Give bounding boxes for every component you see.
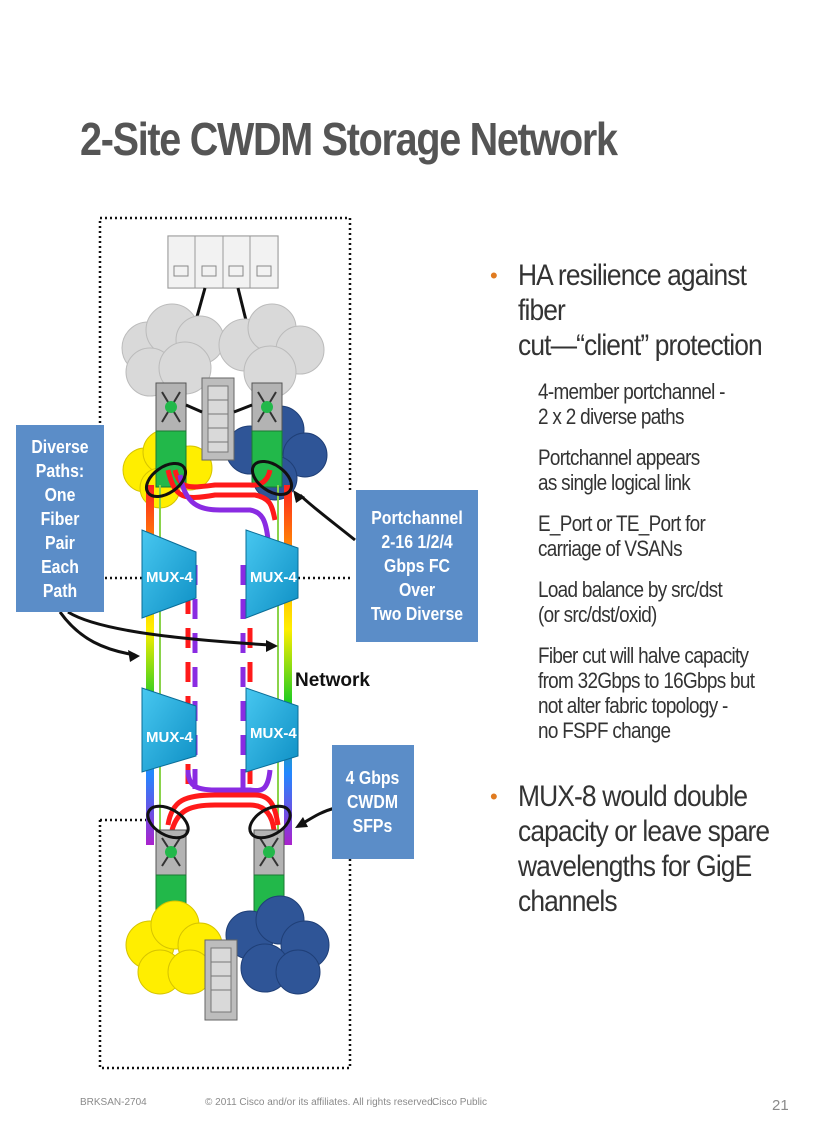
bullet-item: • MUX-8 would double capacity or leave s… [490, 780, 770, 918]
mds-switch-top-right-icon [251, 382, 283, 488]
page-number: 21 [772, 1097, 789, 1114]
portchannel-ellipse [250, 459, 294, 497]
server-top-icon [201, 377, 235, 461]
gray-cloud-icon [121, 303, 325, 399]
mux-label: MUX-4 [250, 725, 297, 742]
footer-classification: Cisco Public [432, 1097, 488, 1108]
portchannel-ellipse [144, 461, 188, 499]
bullet-item: • HA resilience against fiber cut—“clien… [490, 259, 763, 362]
sub-bullet-item: E_Port or TE_Port for carriage of VSANs [538, 511, 706, 561]
mux-label: MUX-4 [146, 569, 193, 586]
server-bottom-icon [204, 939, 238, 1021]
sub-bullet-item: Fiber cut will halve capacity from 32Gbp… [538, 643, 755, 743]
portchannel-ellipse [248, 804, 292, 840]
diverse-paths-callout: Diverse Paths: One Fiber Pair Each Path [16, 425, 104, 612]
mux-bottom-right-icon: MUX-4 [245, 687, 299, 773]
footer-copyright: © 2011 Cisco and/or its affiliates. All … [205, 1097, 436, 1108]
storage-array-icon [167, 235, 279, 289]
site-boundary-bottom [98, 818, 352, 1070]
sub-bullet-item: Portchannel appears as single logical li… [538, 445, 700, 495]
sub-bullet-item: 4-member portchannel - 2 x 2 diverse pat… [538, 379, 725, 429]
mux-top-left-icon: MUX-4 [141, 529, 197, 619]
portchannel-ellipse [146, 804, 190, 840]
footer-session: BRKSAN-2704 [80, 1097, 147, 1108]
bullet-dot-icon: • [490, 263, 498, 288]
fiber-path-purple [185, 769, 273, 794]
network-label: Network [295, 670, 370, 691]
mux-bottom-left-icon: MUX-4 [141, 687, 197, 773]
arrow [67, 610, 271, 647]
sub-bullet-item: Load balance by src/dst (or src/dst/oxid… [538, 577, 723, 627]
arrow [298, 493, 356, 542]
mux-label: MUX-4 [250, 569, 297, 586]
arrow [58, 611, 136, 657]
fiber-path-purple [177, 474, 271, 541]
fiber-path-red [165, 792, 281, 826]
mds-switch-top-left-icon [155, 382, 187, 488]
bullet-dot-icon: • [490, 784, 498, 809]
blue-cloud-icon [225, 895, 330, 995]
mux-label: MUX-4 [146, 729, 193, 746]
mux-top-right-icon: MUX-4 [245, 529, 299, 619]
cwdm-sfps-callout: 4 Gbps CWDM SFPs [332, 745, 414, 859]
bullet-list: • HA resilience against fiber cut—“clien… [490, 258, 810, 919]
slide-title: 2-Site CWDM Storage Network [80, 113, 618, 165]
site-boundary-top [98, 216, 352, 580]
portchannel-callout: Portchannel 2-16 1/2/4 Gbps FC Over Two … [356, 490, 478, 642]
